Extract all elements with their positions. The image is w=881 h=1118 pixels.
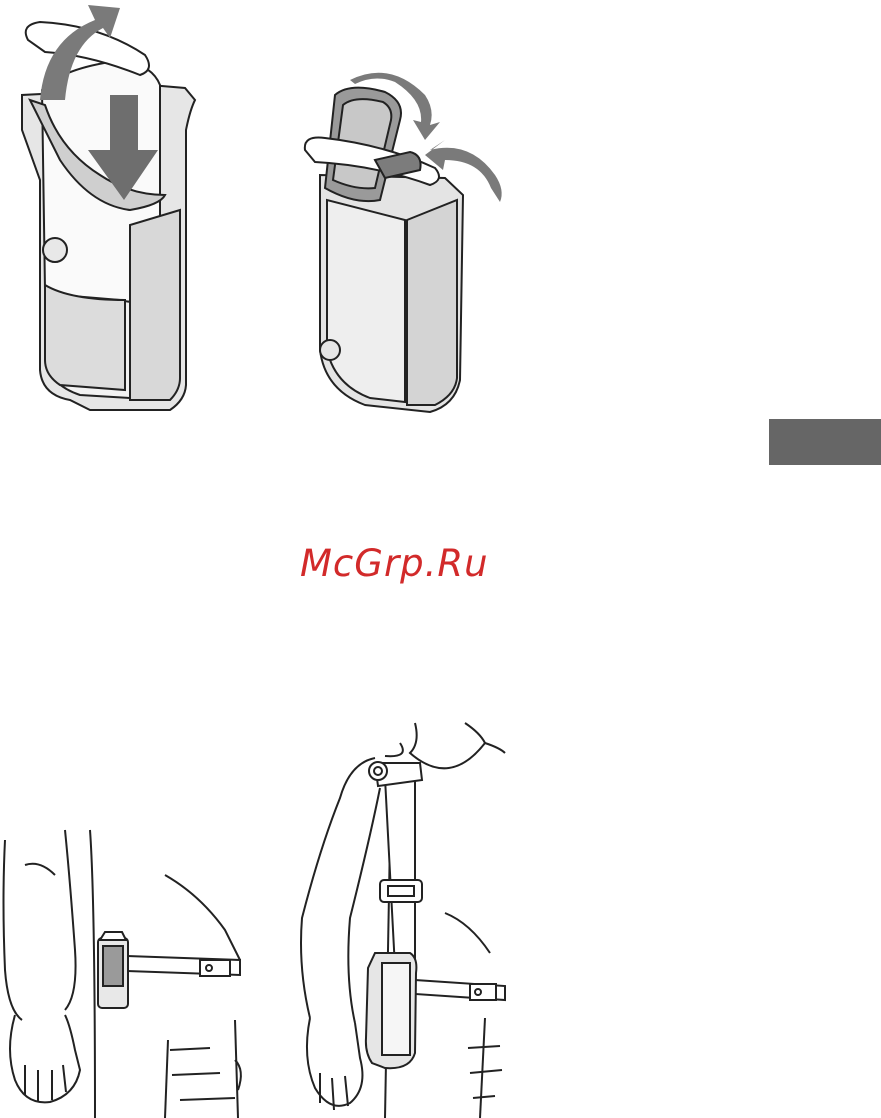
section-tab: [769, 419, 881, 465]
watermark-text: McGrp.Ru: [300, 542, 600, 585]
case-worn-on-belt-illustration: [0, 820, 260, 1118]
case-worn-on-shoulder-strap-illustration: [290, 718, 520, 1118]
fold-flap-over-unit-illustration: [295, 60, 515, 420]
insert-unit-into-case-illustration: [0, 0, 230, 430]
